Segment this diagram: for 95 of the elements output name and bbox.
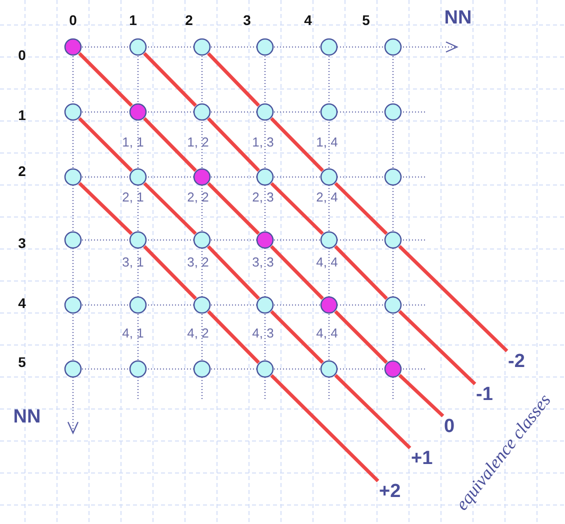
grid-point [129, 231, 147, 249]
grid-point [64, 168, 82, 186]
diagonal-line [78, 182, 133, 235]
coordinate-label: 1, 2 [187, 136, 209, 148]
coordinate-label: 3, 2 [187, 256, 209, 268]
highlighted-grid-point [129, 103, 147, 121]
class-label: -2 [508, 352, 525, 371]
row-number: 5 [18, 355, 26, 369]
coordinate-label: 2, 2 [187, 190, 209, 204]
coordinate-label: 4, 3 [252, 326, 274, 340]
axis-label: NN [444, 8, 472, 28]
diagonal-line [334, 245, 388, 300]
diagonal-line [207, 245, 260, 300]
highlighted-grid-point [384, 360, 402, 378]
row-number: 0 [18, 48, 26, 62]
grid-point [256, 38, 274, 56]
diagonal-line [270, 117, 324, 172]
class-label: +2 [379, 482, 401, 501]
grid-point [193, 231, 211, 249]
grid-point [384, 231, 402, 249]
coordinate-label: 4, 1 [122, 326, 144, 340]
grid-point [320, 168, 338, 186]
highlighted-grid-point [64, 38, 82, 56]
row-number: 4 [18, 296, 26, 310]
grid-point [384, 296, 402, 314]
grid-point [129, 38, 147, 56]
row-number: 1 [18, 108, 26, 122]
diagonal-line [334, 374, 412, 450]
grid-point [384, 38, 402, 56]
class-label: 0 [444, 417, 455, 436]
diagonal-line [143, 52, 197, 107]
diagonal-line [207, 182, 260, 235]
coordinate-label: 1, 1 [122, 136, 144, 148]
grid-point [256, 360, 274, 378]
diagonal-line [398, 310, 476, 386]
grid-point [64, 103, 82, 121]
diagonal-line [143, 245, 197, 300]
highlighted-grid-point [320, 296, 338, 314]
coordinate-label: 3, 3 [252, 256, 274, 268]
diagonal-line [143, 182, 197, 235]
grid-point [193, 38, 211, 56]
diagonal-line [143, 117, 197, 172]
grid-point [129, 296, 147, 314]
column-number: 4 [304, 13, 312, 27]
axis-label: NN [13, 408, 41, 426]
grid-point [384, 168, 402, 186]
coordinate-label: 2, 1 [122, 190, 144, 204]
grid-point [129, 168, 147, 186]
diagonal-line [78, 117, 133, 172]
column-number: 3 [243, 13, 251, 27]
diagonal-line [207, 117, 260, 172]
diagonal-line [398, 374, 444, 418]
diagonal-line [270, 245, 324, 300]
grid-point [320, 360, 338, 378]
grid-point [384, 103, 402, 121]
grid-point [320, 38, 338, 56]
diagonal-line [334, 182, 388, 235]
row-number: 2 [18, 164, 26, 178]
diagonal-line [334, 310, 388, 364]
coordinate-label: 2, 4 [316, 190, 338, 204]
column-number: 0 [69, 13, 77, 27]
grid-point [256, 168, 274, 186]
grid-point [64, 231, 82, 249]
coordinate-label: 4, 2 [187, 326, 209, 340]
grid-point [320, 103, 338, 121]
grid-point [64, 296, 82, 314]
diagonal-line [398, 245, 508, 352]
grid-point [256, 296, 274, 314]
diagonal-line [78, 52, 133, 107]
class-label: +1 [411, 449, 433, 468]
diagonal-line [270, 182, 324, 235]
diagonal-line [270, 374, 380, 482]
class-label: -1 [476, 385, 493, 404]
grid-point [193, 360, 211, 378]
coordinate-label: 4, 4 [316, 326, 338, 340]
grid-point [129, 360, 147, 378]
coordinate-label: 1, 3 [252, 136, 274, 148]
column-number: 5 [362, 13, 370, 27]
diagonal-line [270, 310, 324, 364]
column-number: 2 [185, 13, 193, 27]
column-number: 1 [129, 13, 137, 27]
grid-point [64, 360, 82, 378]
grid-point [256, 103, 274, 121]
highlighted-grid-point [193, 168, 211, 186]
coordinate-label: 1, 4 [316, 136, 338, 148]
coordinate-label: 2, 3 [252, 190, 274, 204]
coordinate-label: 4, 4 [316, 256, 338, 268]
grid-point [320, 231, 338, 249]
highlighted-grid-point [256, 231, 274, 249]
row-number: 3 [18, 236, 26, 250]
coordinate-label: 3, 1 [122, 256, 144, 268]
diagonal-line [207, 52, 260, 107]
diagonal-line [207, 310, 260, 364]
grid-point [193, 296, 211, 314]
grid-point [193, 103, 211, 121]
